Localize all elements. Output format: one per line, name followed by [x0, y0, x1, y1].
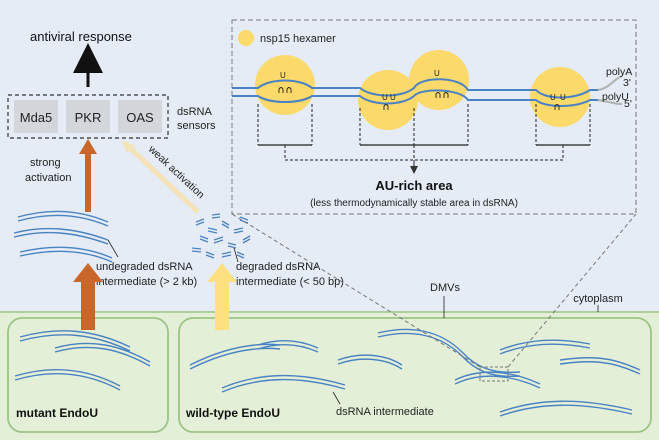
degraded-label-2: intermediate (< 50 bp)	[236, 276, 344, 288]
dsrna-strand-top	[232, 78, 598, 99]
mutant-arrow-head	[73, 263, 103, 282]
sensor-pkr	[66, 100, 110, 133]
wildtype-endou-label: wild-type EndoU	[185, 406, 280, 420]
strong-activation-label-1: strong	[30, 157, 61, 169]
zoom-region-marker	[479, 366, 509, 382]
sensor-group-box	[7, 94, 169, 139]
hexamer-legend-icon	[238, 30, 254, 46]
degraded-dsrna-fragments	[191, 213, 251, 259]
undegraded-label-2: intermediate (> 2 kb)	[96, 276, 197, 288]
au-rich-title: AU-rich area	[375, 178, 453, 193]
cytoplasm-label: cytoplasm	[573, 293, 623, 305]
polya-tail	[597, 74, 623, 92]
sensor-mda5	[14, 100, 58, 133]
undegraded-dsrna-strands	[13, 210, 113, 263]
sensor-oas	[118, 100, 162, 133]
sensor-pkr-label: PKR	[75, 110, 102, 125]
dmvs-label: DMVs	[430, 282, 460, 294]
sensor-oas-label: OAS	[126, 110, 154, 125]
antiviral-response-label: antiviral response	[30, 29, 132, 44]
polyu-label: polyU	[602, 91, 629, 103]
base-u-3: U	[390, 93, 396, 102]
base-u-1: U	[280, 71, 286, 80]
strong-activation-head	[79, 139, 97, 154]
mutant-endou-label: mutant EndoU	[16, 406, 98, 420]
sensors-caption-1: dsRNA	[177, 106, 213, 118]
base-u-5: U	[550, 93, 556, 102]
base-u-4: U	[434, 69, 440, 78]
degraded-label-1: degraded dsRNA	[236, 261, 321, 273]
dsrna-intermediate-label: dsRNA intermediate	[336, 406, 434, 418]
undegraded-label-1: undegraded dsRNA	[96, 261, 193, 273]
au-rich-inset: nsp15 hexamer polyA 3' polyU 5' U U U U …	[231, 19, 637, 215]
polyu-tail	[597, 98, 623, 106]
wildtype-dsrna-strands	[189, 328, 641, 417]
dsrna-strand-bottom	[232, 89, 598, 107]
three-prime-label: 3'	[623, 77, 631, 89]
au-rich-subtitle: (less thermodynamically stable area in d…	[310, 198, 518, 209]
hexamer-2	[358, 70, 418, 130]
polya-label: polyA	[606, 66, 632, 78]
five-prime-label: 5'	[624, 98, 632, 110]
sensors-caption-2: sensors	[177, 120, 216, 132]
mutant-dsrna-strands	[14, 330, 151, 391]
au-rich-brackets	[257, 104, 591, 145]
wildtype-arrow-head	[207, 263, 237, 282]
sensor-mda5-label: Mda5	[20, 110, 53, 125]
base-u-2: U	[382, 93, 388, 102]
hexamer-legend-label: nsp15 hexamer	[260, 33, 336, 45]
weak-activation-shaft	[128, 146, 200, 214]
weak-activation-head	[121, 140, 136, 153]
strong-activation-label-2: activation	[25, 172, 71, 184]
base-u-6: U	[560, 93, 566, 102]
